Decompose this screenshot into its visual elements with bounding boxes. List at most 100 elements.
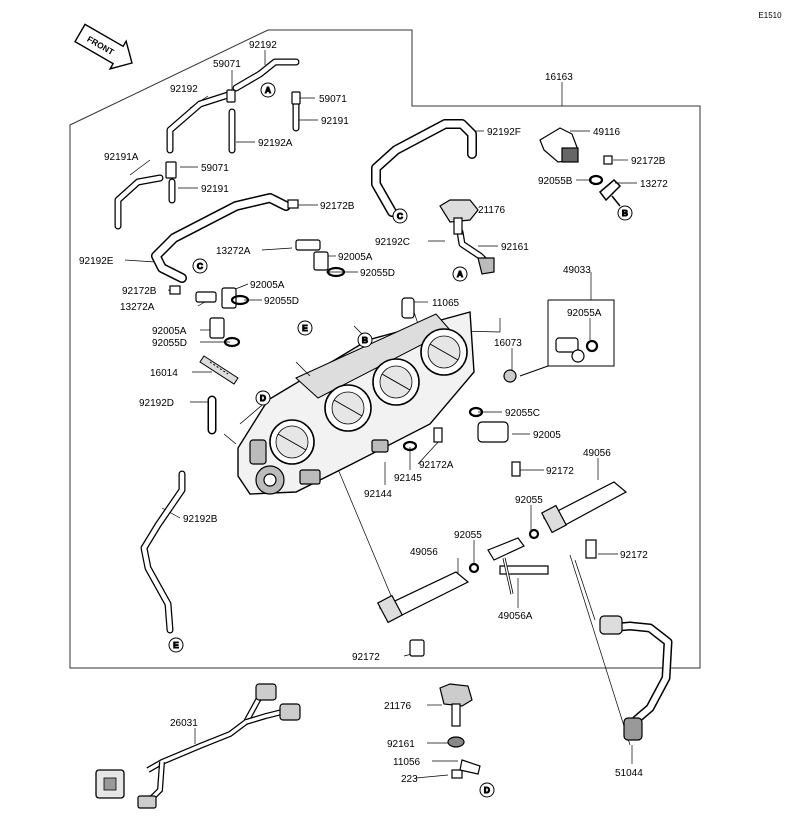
part-label: 92191 <box>201 184 229 195</box>
hose-92192-left <box>166 91 232 154</box>
part-label: 59071 <box>201 163 229 174</box>
part-label: 21176 <box>384 701 412 712</box>
hose-92191A <box>114 174 164 230</box>
fuel-hose-51044 <box>599 615 673 741</box>
part-label: 92172A <box>419 460 454 471</box>
throttle-body-assembly <box>223 311 475 495</box>
o-ring-92055A <box>585 339 599 353</box>
part-label: 92055D <box>360 268 395 279</box>
svg-text:B: B <box>362 335 368 345</box>
part-label: 92192 <box>249 40 277 51</box>
assembly-outline <box>69 29 701 669</box>
part-label: 92055C <box>505 408 540 419</box>
vacuum-hoses <box>114 58 490 634</box>
part-label: 92192E <box>79 256 114 267</box>
joint-59071-top <box>226 89 236 103</box>
throttle-bore <box>324 384 372 432</box>
part-label: 49056 <box>583 448 611 459</box>
part-label: 16014 <box>150 368 178 379</box>
part-label: 92055B <box>538 176 573 187</box>
clip-92172B-left <box>169 285 181 295</box>
callout-c: C <box>192 258 208 274</box>
part-label: 92192B <box>183 514 218 525</box>
part-label: 49116 <box>593 127 621 138</box>
part-label: 92191 <box>321 116 349 127</box>
nozzle-13272A-upper <box>295 239 321 251</box>
bolt-92172A <box>433 427 443 443</box>
part-label: 223 <box>401 774 418 785</box>
part-label: 92172 <box>620 550 648 561</box>
part-labels: 92192 59071 92192 59071 92191 92192A 921… <box>79 40 668 785</box>
part-label: 11065 <box>432 298 460 309</box>
nozzle-13272A-lower <box>195 291 217 303</box>
sensor-92161 <box>477 257 495 275</box>
part-label: 92145 <box>394 473 422 484</box>
hose-fittings <box>165 89 613 779</box>
part-label: 92005A <box>152 326 187 337</box>
part-label: 13272A <box>216 246 251 257</box>
part-label: 92005A <box>338 252 373 263</box>
part-label: 92172 <box>352 652 380 663</box>
callout-e: E <box>168 637 184 653</box>
bolt-92172-lower <box>409 639 425 657</box>
svg-text:A: A <box>457 269 463 279</box>
o-ring-92055-right <box>528 528 540 540</box>
fuel-rail-49056-left <box>376 571 470 624</box>
part-label: 49056 <box>410 547 438 558</box>
leader-lines <box>124 50 637 779</box>
valve-49033-group <box>519 299 615 377</box>
sensor-21176-upper <box>439 199 479 235</box>
part-label: 92005A <box>250 280 285 291</box>
part-label: 92055 <box>515 495 543 506</box>
bolt-92172-center <box>511 461 521 477</box>
part-label: 59071 <box>319 94 347 105</box>
part-label: 92055 <box>454 530 482 541</box>
joint-59071-left <box>165 161 177 179</box>
clip-92172B-top <box>287 199 299 209</box>
front-arrow-icon: FRONT <box>74 23 133 70</box>
svg-text:E: E <box>302 323 308 333</box>
part-label: 92172 <box>546 466 574 477</box>
o-ring-92055-left <box>468 562 480 574</box>
plug-92005A-lower <box>221 287 237 309</box>
bolt-92172-right <box>585 539 597 559</box>
plug-92005A-upper <box>313 251 329 271</box>
throttle-bore <box>420 328 468 376</box>
hose-92192E <box>151 193 291 283</box>
filter-16073 <box>503 369 517 383</box>
part-label: 92005 <box>533 430 561 441</box>
hose-92192F <box>371 119 477 217</box>
svg-text:B: B <box>622 208 628 218</box>
part-label: 49033 <box>563 265 591 276</box>
part-label: 92161 <box>501 242 529 253</box>
svg-text:C: C <box>197 261 203 271</box>
part-label: 92055D <box>152 338 187 349</box>
svg-text:E: E <box>173 640 179 650</box>
svg-text:D: D <box>260 393 266 403</box>
part-label: 92144 <box>364 489 392 500</box>
callout-e: E <box>297 320 313 336</box>
hose-92192B <box>140 470 186 634</box>
svg-text:A: A <box>265 85 271 95</box>
plug-92005A-left <box>209 317 225 339</box>
o-ring-92055C <box>468 406 484 418</box>
callout-d: D <box>479 782 495 798</box>
joint-59071-right <box>291 91 301 105</box>
part-label: 92191A <box>104 152 139 163</box>
part-label: 59071 <box>213 59 241 70</box>
sensor-49116 <box>539 127 579 163</box>
fuel-rail-49056-right <box>540 481 628 534</box>
part-label: 11056 <box>393 757 421 768</box>
screw-223 <box>451 769 463 779</box>
o-ring-92055B <box>588 174 604 186</box>
valve-49033 <box>555 337 585 363</box>
hose-92192-top <box>232 58 300 92</box>
bracket-13272 <box>598 178 622 207</box>
o-ring-92145 <box>402 440 418 452</box>
part-label: 92055A <box>567 308 602 319</box>
part-label: 16163 <box>545 72 573 83</box>
part-label: 92192A <box>258 138 293 149</box>
part-label: 92172B <box>122 286 157 297</box>
part-label: 51044 <box>615 768 643 779</box>
wire-harness-26031 <box>95 683 301 809</box>
